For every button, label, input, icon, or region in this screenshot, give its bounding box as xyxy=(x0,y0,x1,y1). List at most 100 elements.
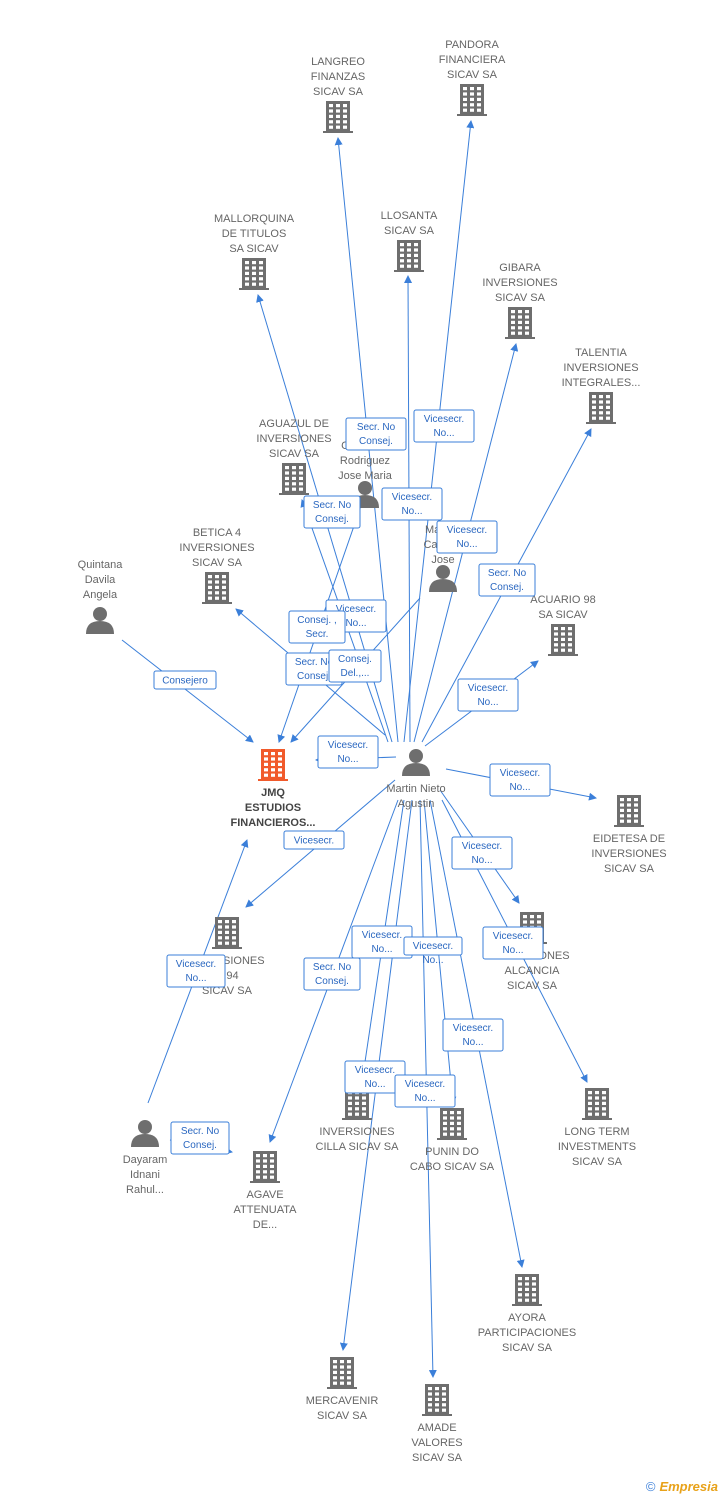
edge-label-box[interactable] xyxy=(451,836,513,870)
edge-label-martin-pandora[interactable]: Vicesecr.No... xyxy=(413,409,475,443)
building-icon[interactable] xyxy=(258,749,288,781)
edge-label-box[interactable] xyxy=(166,954,226,988)
edge-label-box[interactable] xyxy=(153,670,217,690)
person-icon[interactable] xyxy=(131,1120,159,1147)
edge-label-box[interactable] xyxy=(489,763,551,797)
edge-label-martin-llosanta[interactable]: Vicesecr.No... xyxy=(381,487,443,521)
building-window xyxy=(525,1293,529,1297)
edge-label-box[interactable] xyxy=(303,495,361,529)
node-dayaram[interactable]: DayaramIdnaniRahul... xyxy=(123,1120,168,1196)
building-window xyxy=(588,1091,592,1095)
edge-label-marcos-jmq[interactable]: Consej.Del.,... xyxy=(328,649,382,683)
edge-label-martin-eidetesa[interactable]: Vicesecr.No... xyxy=(489,763,551,797)
edge-label-martin-aguazul[interactable]: Consej. ,Secr. xyxy=(288,610,346,644)
edge-label-text: Vicesecr. xyxy=(500,768,540,779)
building-icon[interactable] xyxy=(202,572,232,604)
edge-label-martin-ayora[interactable]: Vicesecr.No... xyxy=(442,1018,504,1052)
building-icon[interactable] xyxy=(582,1088,612,1120)
edge-label-martin-alcancia[interactable]: Vicesecr.No... xyxy=(451,836,513,870)
building-icon[interactable] xyxy=(512,1274,542,1306)
edge-label-box[interactable] xyxy=(328,649,382,683)
edge-label-box[interactable] xyxy=(413,409,475,443)
building-icon[interactable] xyxy=(212,917,242,949)
edge-label-martin-longterm[interactable]: Vicesecr.No... xyxy=(482,926,544,960)
edge-label-box[interactable] xyxy=(403,936,463,956)
edge-label-martin-n94[interactable]: Vicesecr. xyxy=(283,830,345,850)
edge-label-martin-amade[interactable]: Vicesecr.No... xyxy=(394,1074,456,1108)
edge-label-box[interactable] xyxy=(283,830,345,850)
building-icon[interactable] xyxy=(327,1357,357,1389)
node-marcos[interactable]: MarcosCamaraJose xyxy=(423,524,463,592)
edge-label-text: Consej. xyxy=(359,436,393,447)
edge-label-martin-punin[interactable]: Vicesecr.No... xyxy=(403,936,463,966)
edge-label-quintana-jmq[interactable]: Consejero xyxy=(153,670,217,690)
edge-label-box[interactable] xyxy=(442,1018,504,1052)
node-label: INVESTMENTS xyxy=(558,1141,636,1153)
edge-label-box[interactable] xyxy=(457,678,519,712)
building-icon[interactable] xyxy=(457,84,487,116)
building-window xyxy=(245,277,249,281)
building-icon[interactable] xyxy=(394,240,424,272)
node-talentia[interactable]: TALENTIAINVERSIONESINTEGRALES... xyxy=(562,347,641,424)
edge-label-box[interactable] xyxy=(345,417,407,451)
edge-label-martin-acuario[interactable]: Vicesecr.No... xyxy=(457,678,519,712)
person-icon[interactable] xyxy=(86,607,114,634)
building-icon[interactable] xyxy=(614,795,644,827)
node-label: BETICA 4 xyxy=(193,527,241,539)
building-icon[interactable] xyxy=(250,1151,280,1183)
edge-label-text: No... xyxy=(371,944,392,955)
building-icon[interactable] xyxy=(239,258,269,290)
building-window xyxy=(428,1397,432,1401)
edge-label-martin-jmq[interactable]: Vicesecr.No... xyxy=(317,735,379,769)
edge-label-box[interactable] xyxy=(478,563,536,597)
building-window xyxy=(518,331,522,335)
node-jmq[interactable]: JMQESTUDIOSFINANCIEROS... xyxy=(231,749,316,829)
edge-label-text: Vicesecr. xyxy=(355,1065,395,1076)
edge-label-box[interactable] xyxy=(303,957,361,991)
person-icon[interactable] xyxy=(429,565,457,592)
node-agave[interactable]: AGAVEATTENUATADE... xyxy=(234,1151,298,1231)
building-icon[interactable] xyxy=(548,624,578,656)
edge-label-box[interactable] xyxy=(170,1121,230,1155)
edge-label-box[interactable] xyxy=(381,487,443,521)
edge-label-box[interactable] xyxy=(317,735,379,769)
building-icon[interactable] xyxy=(505,307,535,339)
edge-label-dayaram-jmq[interactable]: Vicesecr.No... xyxy=(166,954,226,988)
edge-label-box[interactable] xyxy=(436,520,498,554)
building-icon[interactable] xyxy=(437,1108,467,1140)
building-window xyxy=(285,476,289,480)
edge-label-box[interactable] xyxy=(288,610,346,644)
building-icon[interactable] xyxy=(422,1384,452,1416)
edge-label-martin-cilla[interactable]: Vicesecr.No... xyxy=(351,925,413,959)
building-icon[interactable] xyxy=(279,463,309,495)
building-icon[interactable] xyxy=(586,392,616,424)
edge-label-box[interactable] xyxy=(394,1074,456,1108)
edge-label-martin-gibara[interactable]: Vicesecr.No... xyxy=(436,520,498,554)
edge-label-box[interactable] xyxy=(482,926,544,960)
building-icon[interactable] xyxy=(323,101,353,133)
person-icon[interactable] xyxy=(402,749,430,776)
